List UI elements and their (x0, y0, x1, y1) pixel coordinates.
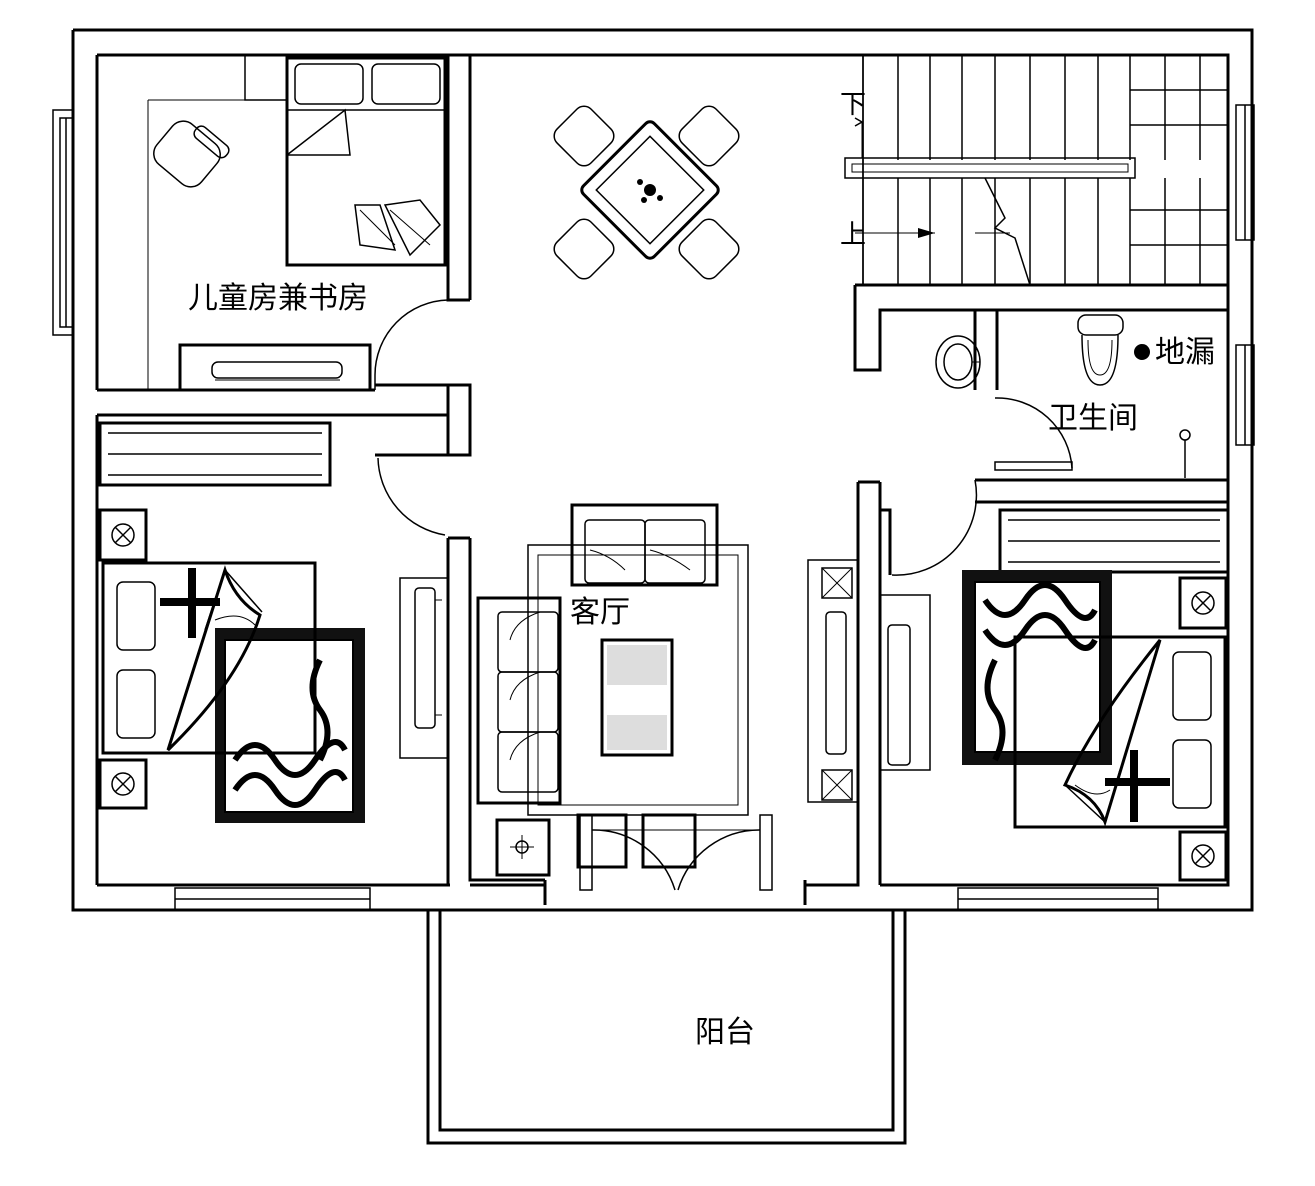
kids-room-desk (147, 54, 288, 390)
stairs-up-label: 上 (840, 220, 866, 250)
left-bedroom-wardrobe (98, 421, 332, 487)
floor-drain-label: 地漏 (1155, 335, 1215, 370)
left-bedroom-nightstand-bottom (98, 758, 148, 810)
right-bedroom-wardrobe (998, 508, 1230, 574)
right-bedroom-bed (1013, 635, 1227, 829)
bathroom-sink (935, 335, 981, 389)
door-balcony (579, 814, 773, 891)
right-bedroom-nightstand-top (1178, 576, 1228, 630)
door-bathroom (994, 397, 1073, 471)
dining-table (580, 120, 720, 260)
living-room-label: 客厅 (570, 595, 630, 630)
interior-walls (97, 55, 1228, 905)
window-bottom-left (174, 887, 371, 911)
left-bedroom-tv (399, 577, 449, 759)
door-left-bedroom (375, 454, 446, 536)
stairs-down-label: 下 (840, 90, 866, 120)
left-bedroom-nightstand-top (98, 508, 148, 562)
balcony-outline (426, 910, 907, 1145)
living-ottomans (576, 813, 697, 869)
window-left (52, 109, 74, 336)
bathroom-shower (1179, 429, 1191, 478)
living-coffee-table (600, 638, 674, 757)
left-bedroom-rug (215, 628, 365, 823)
kids-room-tv-cabinet (178, 343, 372, 392)
door-right-bedroom (891, 479, 978, 576)
right-bedroom-tv (879, 594, 931, 771)
floor-drain-icon (1134, 344, 1150, 360)
living-rug (527, 544, 749, 816)
door-kids-room (374, 299, 449, 390)
right-bedroom-nightstand-bottom (1178, 830, 1228, 882)
staircase (844, 54, 1229, 286)
left-bedroom-bed (101, 561, 317, 755)
living-sofa-top (570, 503, 719, 587)
window-right-mid (1235, 344, 1255, 446)
window-right-top (1235, 104, 1255, 241)
bathroom-label: 卫生间 (1048, 401, 1138, 436)
kids-room-label: 儿童房兼书房 (188, 281, 368, 316)
kids-room-chair (153, 120, 230, 188)
living-tv-cabinet (807, 559, 859, 803)
balcony-label: 阳台 (695, 1015, 755, 1050)
kids-room-bed (285, 56, 447, 267)
window-bottom-right (957, 887, 1159, 911)
dining-chairs (553, 105, 740, 280)
bathroom-toilet (1077, 314, 1124, 386)
living-side-table (495, 818, 551, 877)
living-sofa-left (476, 596, 562, 805)
right-bedroom-rug (962, 570, 1112, 765)
